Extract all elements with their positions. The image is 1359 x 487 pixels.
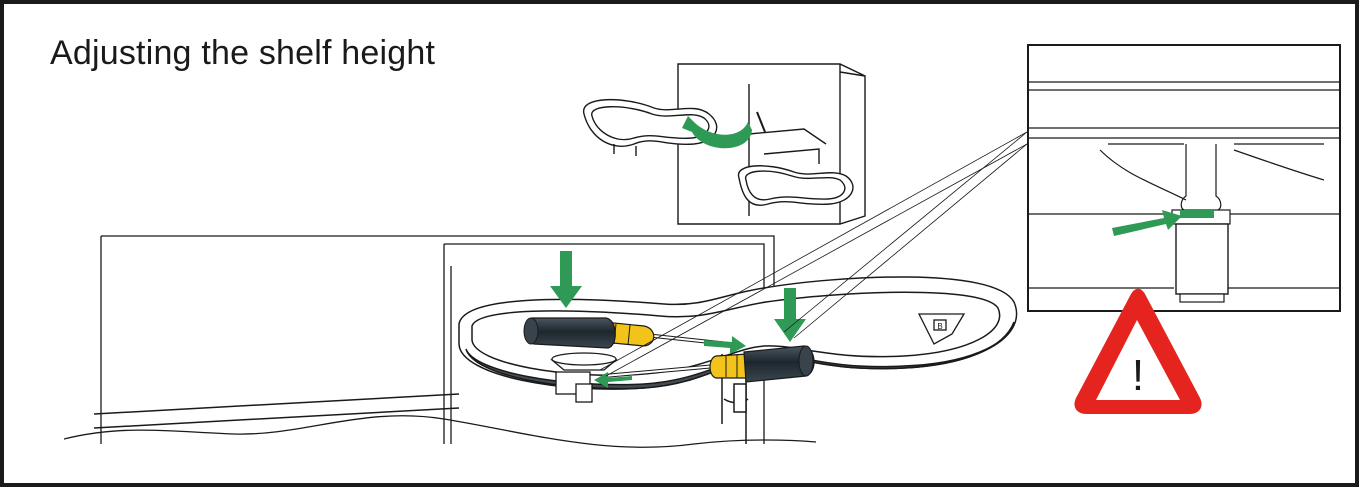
screwdriver-icon — [603, 345, 815, 383]
detail-inset — [1027, 44, 1341, 312]
warning-triangle-icon: ! — [1074, 288, 1202, 414]
green-arrow-icon — [550, 251, 806, 388]
warning-symbol: ! — [1132, 351, 1144, 400]
instruction-illustration: B — [63, 44, 1341, 448]
right-hub: B — [917, 313, 966, 345]
svg-text:B: B — [937, 322, 942, 331]
zoom-leader-lines — [599, 131, 1028, 377]
detail-green-arrow-icon — [1112, 210, 1182, 236]
overview-shelf-right — [737, 165, 854, 206]
overview-shelf-left — [583, 99, 718, 156]
page-title: Adjusting the shelf height — [50, 34, 436, 72]
screwdriver-icon — [523, 317, 730, 349]
cabinet-overview — [583, 63, 866, 225]
overview-green-arrow-icon — [682, 116, 752, 149]
left-hub — [550, 352, 618, 403]
